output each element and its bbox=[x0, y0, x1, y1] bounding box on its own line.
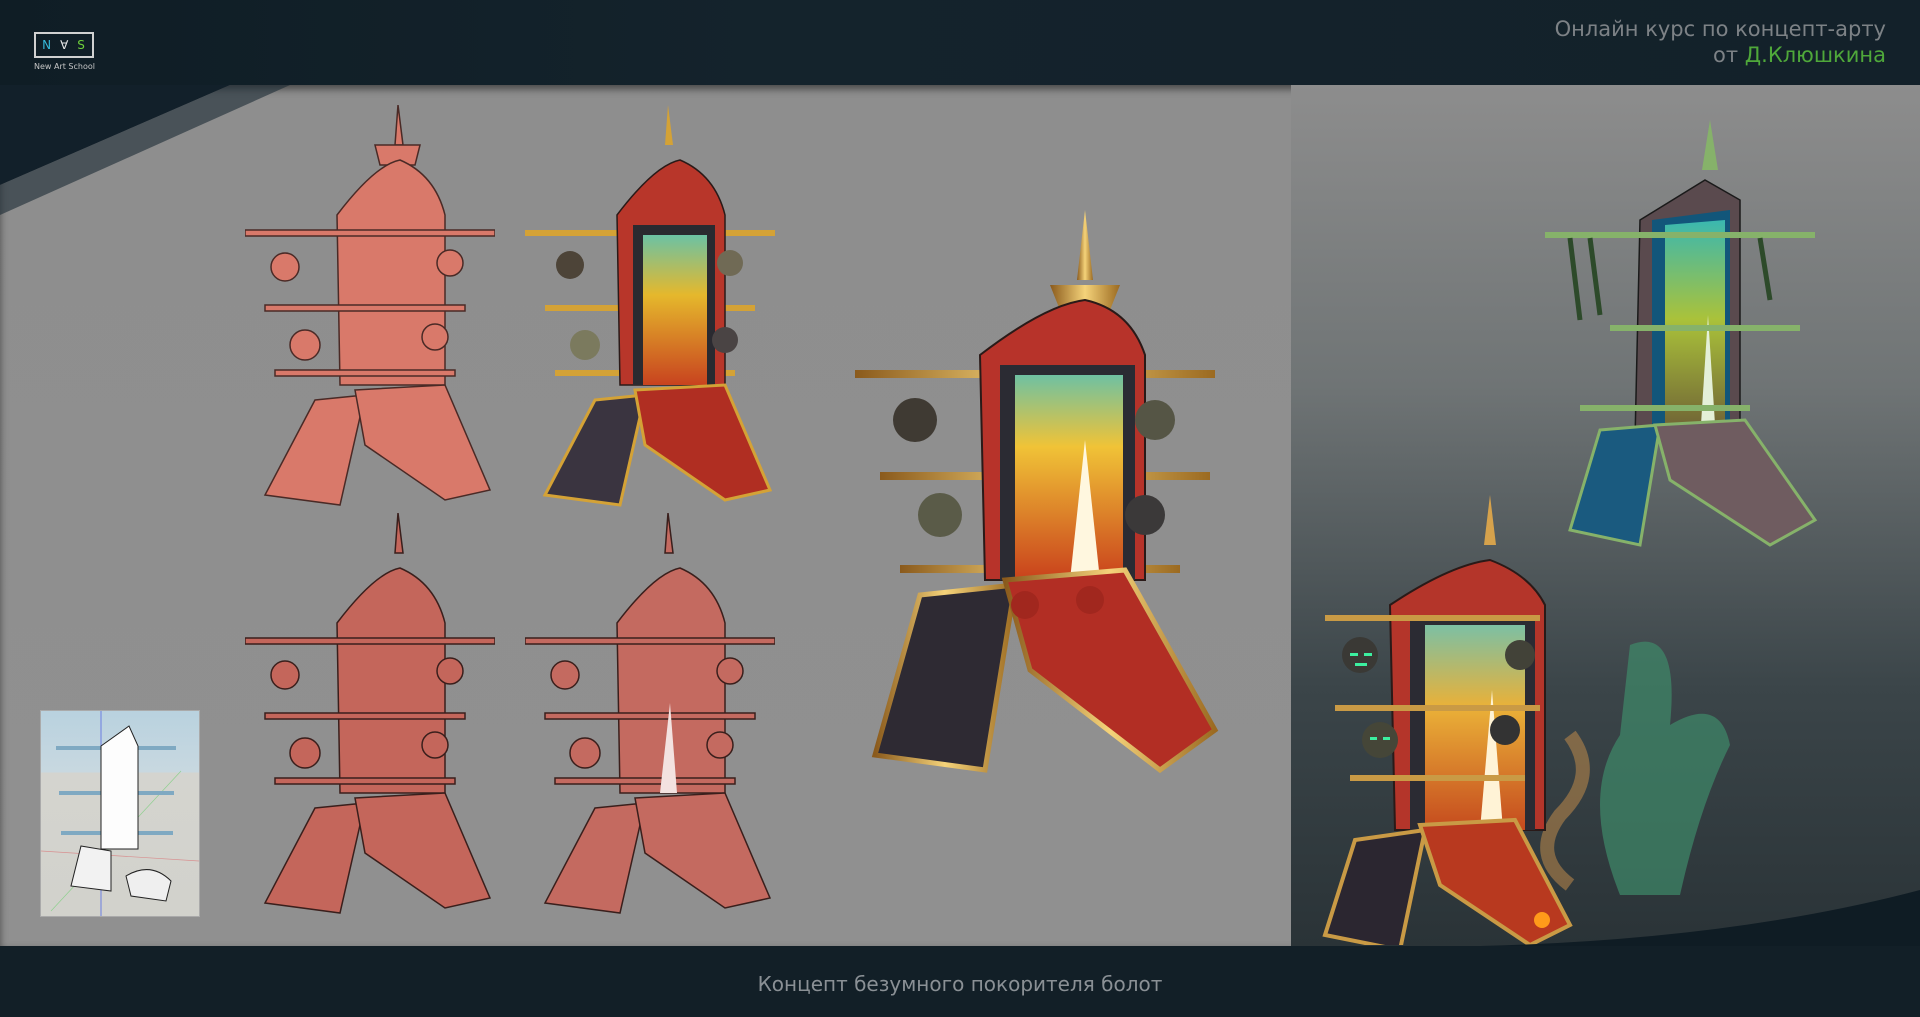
logo-mark: N ∀ S bbox=[34, 32, 94, 58]
artwork-shaded-highlights bbox=[525, 513, 775, 914]
artwork-flat-sketch bbox=[245, 105, 495, 506]
canvas-corner-fold bbox=[0, 85, 290, 215]
artwork-canvas bbox=[0, 85, 1920, 946]
ghost-spirit-shape bbox=[1600, 641, 1730, 895]
artwork-color-flats bbox=[525, 105, 775, 507]
course-author: Д.Клюшкина bbox=[1744, 43, 1886, 67]
footer-fold-decoration bbox=[1480, 890, 1920, 960]
course-title: Онлайн курс по концепт-арту от Д.Клюшкин… bbox=[1555, 16, 1886, 68]
artwork-swamp-variant bbox=[1545, 120, 1818, 547]
header-bar bbox=[0, 0, 1920, 85]
artwork-caption: Концепт безумного покорителя болот bbox=[757, 972, 1163, 996]
logo-letter-v: ∀ bbox=[60, 38, 70, 52]
artwork-final-render bbox=[855, 210, 1219, 774]
logo[interactable]: N ∀ S New Art School bbox=[34, 32, 95, 71]
course-title-line2: от Д.Клюшкина bbox=[1555, 42, 1886, 68]
logo-letter-n: N bbox=[42, 38, 53, 52]
artwork-3d-blockout bbox=[40, 710, 200, 917]
course-title-prefix: от bbox=[1712, 43, 1739, 67]
artwork-night-variant bbox=[1322, 495, 1730, 945]
logo-letter-s: S bbox=[77, 38, 86, 52]
artwork-shaded-sketch bbox=[245, 513, 495, 914]
logo-caption: New Art School bbox=[34, 62, 95, 71]
course-title-line1: Онлайн курс по концепт-арту bbox=[1554, 17, 1886, 41]
footer-bar bbox=[0, 946, 1920, 1017]
